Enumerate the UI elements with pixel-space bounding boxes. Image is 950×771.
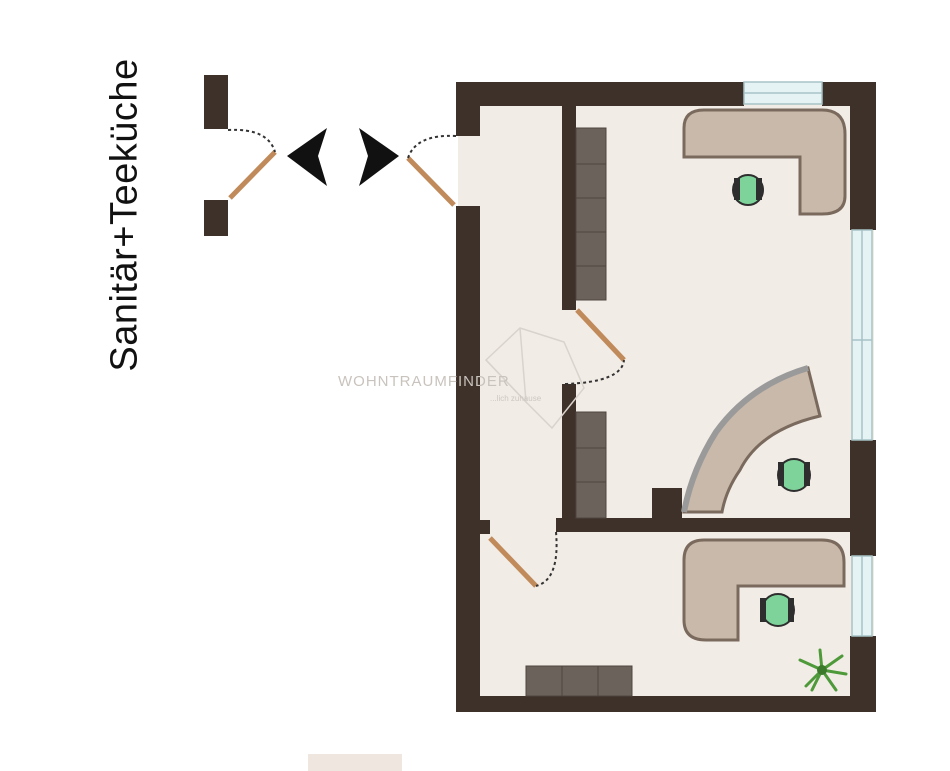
watermark-logo: [484, 327, 585, 430]
office-chair-icon: [760, 593, 795, 627]
floor-slab-bottom: [308, 754, 402, 771]
arrow-left-icon: [287, 128, 327, 186]
cabinets-top: [575, 127, 607, 301]
arrow-right-icon: [359, 128, 399, 186]
outer-walls: [456, 82, 876, 712]
sideboard: [525, 665, 633, 697]
office-chair-icon: [732, 174, 764, 206]
sanitaer-wall: [204, 75, 228, 236]
corner-desk-bottom: [682, 538, 846, 642]
interior-walls: [480, 104, 850, 534]
cabinets-lower: [575, 411, 607, 519]
office-chair-icon: [777, 458, 811, 492]
windows: [743, 81, 873, 637]
room-label-text: Sanitär+Teeküche: [103, 58, 146, 372]
doors: [227, 128, 626, 588]
corner-desk-top: [682, 108, 847, 216]
watermark-tagline: ...lich zuhause: [490, 394, 542, 403]
plant-icon: [798, 648, 848, 692]
watermark-brand: WOHNTRAUMFINDER: [338, 373, 510, 390]
curved-desk-rim: [681, 365, 809, 513]
